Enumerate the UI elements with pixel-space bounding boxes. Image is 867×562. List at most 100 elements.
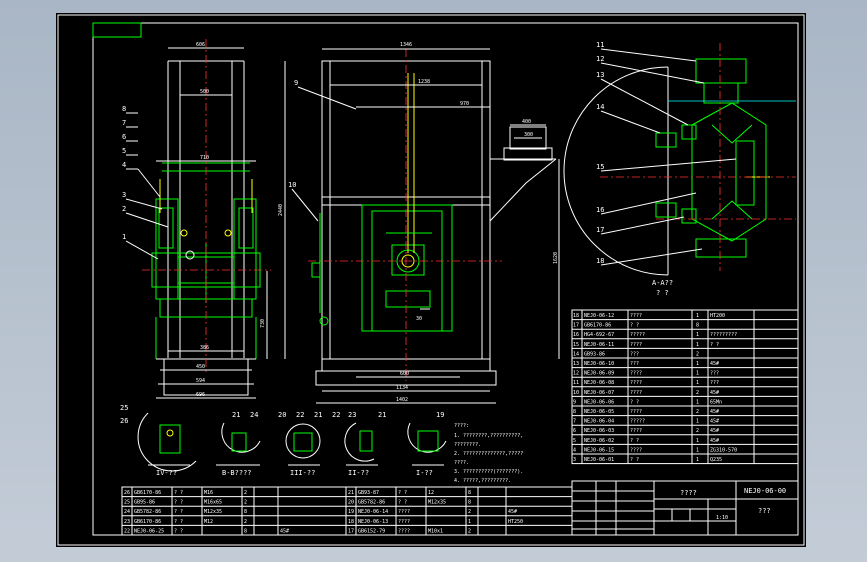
balloon-14: 14 bbox=[596, 103, 604, 111]
bom-right-cell: 6 bbox=[573, 428, 576, 434]
dim-696: 696 bbox=[196, 392, 205, 398]
balloon-10: 10 bbox=[288, 181, 296, 189]
balloon-2: 2 bbox=[122, 205, 126, 213]
bom-right-cell: ???? bbox=[630, 371, 642, 377]
bom-bottom-cell: M12x35 bbox=[428, 500, 446, 506]
bom-right-cell: ????? bbox=[630, 419, 645, 425]
balloon-1: 1 bbox=[122, 233, 126, 241]
balloon-20: 20 bbox=[278, 411, 286, 419]
bom-right-cell: ???? bbox=[630, 380, 642, 386]
balloon-9: 9 bbox=[294, 79, 298, 87]
leaders-left bbox=[125, 86, 357, 260]
bom-bottom-cell: GB95-86 bbox=[134, 500, 155, 506]
balloon-13: 13 bbox=[596, 71, 604, 79]
title-sub: ??? bbox=[758, 507, 771, 515]
bom-right-cell: NEJ0-06-11 bbox=[584, 342, 614, 348]
bom-right-cell: NEJ0-06-06 bbox=[584, 399, 614, 405]
bom-bottom-cell: M16 bbox=[204, 490, 213, 496]
bom-right-cell: 17 bbox=[573, 323, 579, 329]
note-5: 3. ??????????(???????). bbox=[454, 469, 523, 475]
bom-right-cell: 2 bbox=[696, 428, 699, 434]
bom-right-cell: 5 bbox=[573, 438, 576, 444]
bom-bottom-cell: NEJ0-06-25 bbox=[134, 528, 164, 534]
bom-bottom-cell: GB5782-86 bbox=[358, 500, 385, 506]
bom-right-cell: GB6170-86 bbox=[584, 323, 611, 329]
corner-tag bbox=[92, 22, 142, 38]
bom-right-cell: NEJ0-06-03 bbox=[584, 428, 614, 434]
bom-right-cell: ???? bbox=[630, 313, 642, 319]
bom-right-cell: ???? bbox=[630, 342, 642, 348]
bom-right-cell: ??? bbox=[710, 371, 719, 377]
balloon-16: 16 bbox=[596, 206, 604, 214]
bom-bottom-cell: 2 bbox=[468, 509, 471, 515]
dim-386: 386 bbox=[200, 345, 209, 351]
detail-a-a bbox=[563, 43, 796, 276]
bom-right-cell: 45# bbox=[710, 438, 719, 444]
bom-bottom-cell: 23 bbox=[124, 519, 130, 525]
bom-bottom-cell: 45# bbox=[508, 509, 517, 515]
bom-right-cell: ??? bbox=[630, 351, 639, 357]
dim-1238: 1238 bbox=[418, 79, 430, 85]
bom-right-cell: 2 bbox=[696, 351, 699, 357]
title-name: ???? bbox=[680, 489, 697, 497]
bom-right-cell: GB93-86 bbox=[584, 351, 605, 357]
balloon-12: 12 bbox=[596, 55, 604, 63]
bom-right-cell: ??? bbox=[710, 380, 719, 386]
bom-bottom-cell: ? ? bbox=[398, 490, 407, 496]
balloon-22a: 22 bbox=[296, 411, 304, 419]
bom-right-cell: ? ? bbox=[710, 342, 719, 348]
bom-bottom-cell: M16x65 bbox=[204, 500, 222, 506]
bom-bottom-cell: 2 bbox=[468, 528, 471, 534]
dim-730: 730 bbox=[260, 319, 266, 328]
bom-bottom-cell: ? ? bbox=[398, 500, 407, 506]
dim-2440: 2440 bbox=[278, 204, 284, 216]
balloon-22b: 22 bbox=[332, 411, 340, 419]
bom-bottom-cell: 26 bbox=[124, 490, 130, 496]
bom-bottom-cell: GB6170-86 bbox=[134, 490, 161, 496]
bom-right-cell: 9 bbox=[573, 399, 576, 405]
bom-bottom-cell: 12 bbox=[428, 490, 434, 496]
bom-bottom-cell: 2 bbox=[244, 500, 247, 506]
balloon-26: 26 bbox=[120, 417, 128, 425]
bom-right-cell: 1 bbox=[696, 438, 699, 444]
dim-606: 606 bbox=[196, 42, 205, 48]
bom-bottom-cell: 18 bbox=[348, 519, 354, 525]
bom-right-cell: HG4-692-67 bbox=[584, 332, 614, 338]
dim-710: 710 bbox=[200, 155, 209, 161]
bom-bottom-cell: ? ? bbox=[174, 490, 183, 496]
bom-right-cell: NEJ0-06-15 bbox=[584, 447, 614, 453]
bom-right-cell: 11 bbox=[573, 380, 579, 386]
bom-bottom-cell: M12x35 bbox=[204, 509, 222, 515]
bom-right-cell: 1 bbox=[696, 332, 699, 338]
bom-bottom-cell: 8 bbox=[468, 500, 471, 506]
outer-border bbox=[57, 14, 805, 546]
dim-594: 594 bbox=[196, 378, 205, 384]
balloon-6: 6 bbox=[122, 133, 126, 141]
dim-970: 970 bbox=[460, 101, 469, 107]
dim-450: 450 bbox=[196, 364, 205, 370]
bom-right-cell: 2 bbox=[696, 390, 699, 396]
balloon-19: 19 bbox=[436, 411, 444, 419]
bom-bottom-cell: GB93-87 bbox=[358, 490, 379, 496]
bom-bottom-cell: 45# bbox=[280, 528, 289, 534]
bom-bottom-cell: ? ? bbox=[174, 500, 183, 506]
bom-right-cell: 45# bbox=[710, 419, 719, 425]
bom-right-cell: 1 bbox=[696, 313, 699, 319]
dim-500: 500 bbox=[200, 89, 209, 95]
bom-bottom-cell: 21 bbox=[348, 490, 354, 496]
label-i: I-?? bbox=[416, 469, 433, 477]
section-views bbox=[137, 412, 447, 472]
bom-bottom-cell: GB5782-86 bbox=[134, 509, 161, 515]
bom-right-cell: 1 bbox=[696, 361, 699, 367]
bom-right-cell: ???? bbox=[630, 428, 642, 434]
note-6: 4. ?????,?????????. bbox=[454, 478, 511, 484]
bom-right-cell: ? ? bbox=[630, 323, 639, 329]
bom-bottom-cell: ? ? bbox=[174, 528, 183, 534]
dim-1346: 1346 bbox=[400, 42, 412, 48]
bom-bottom-cell: NEJ0-06-13 bbox=[358, 519, 388, 525]
bom-right-cell: 1 bbox=[696, 447, 699, 453]
bom-bottom-cell: 22 bbox=[124, 528, 130, 534]
